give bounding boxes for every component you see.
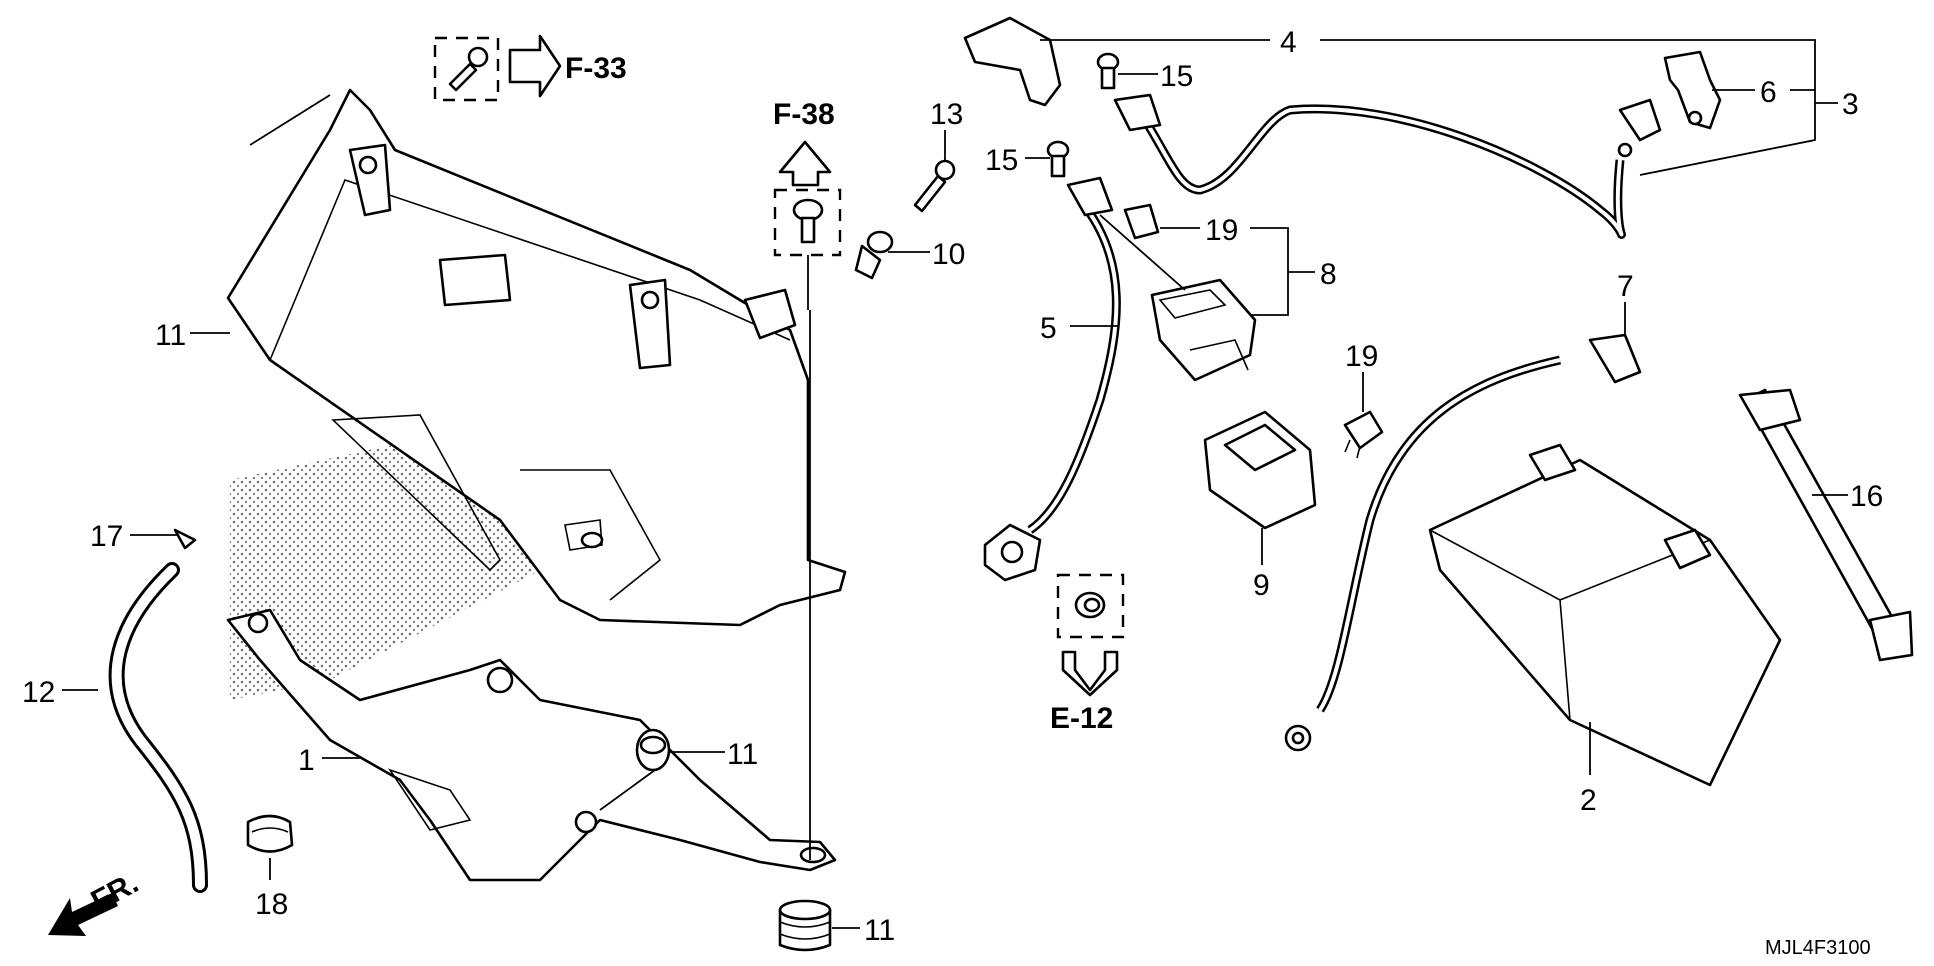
terminal-bolt-lower[interactable]: [1046, 140, 1070, 178]
callout-1: 1: [298, 744, 315, 777]
tube-clip[interactable]: [246, 814, 294, 853]
callout-5: 5: [1040, 312, 1057, 345]
relay-cover[interactable]: [1203, 410, 1317, 530]
ref-label-f38[interactable]: F-38: [773, 98, 835, 131]
rubber-mount[interactable]: [635, 728, 671, 772]
positive-cable-assembly[interactable]: [1113, 93, 1662, 239]
negative-cable[interactable]: [983, 176, 1121, 582]
callout-9: 9: [1253, 569, 1270, 602]
callout-13: 12: [22, 676, 55, 709]
arrow-right-f33: [508, 34, 562, 98]
clamp[interactable]: [173, 528, 197, 550]
bolt[interactable]: [913, 159, 956, 213]
grommet-ref-e12[interactable]: [1056, 573, 1125, 697]
callout-11b: 11: [864, 914, 895, 947]
callout-2: 2: [1580, 784, 1597, 817]
callout-14: 13: [930, 98, 963, 131]
ground-cable-terminal[interactable]: [1284, 333, 1642, 752]
screw-ref-f38[interactable]: [773, 140, 842, 310]
callout-12: 11: [155, 319, 186, 352]
ref-label-e12[interactable]: E-12: [1050, 702, 1113, 735]
callout-3: 3: [1842, 88, 1859, 121]
bolt-ref-f33[interactable]: [433, 36, 500, 102]
terminal-bolt-upper[interactable]: [1096, 52, 1120, 90]
ref-label-f33[interactable]: F-33: [565, 52, 627, 85]
starter-relay-assembly[interactable]: [1150, 278, 1257, 382]
callout-15b: 15: [985, 144, 1018, 177]
callout-16: 18: [255, 888, 288, 921]
callout-4: 4: [1280, 26, 1297, 59]
drawing-code: MJL4F3100: [1765, 937, 1871, 959]
callout-6: 6: [1760, 76, 1777, 109]
battery-band[interactable]: [1738, 388, 1914, 662]
starter-cable[interactable]: [963, 16, 1062, 107]
callout-11a: 11: [727, 738, 758, 771]
callouts: 4 3 6 15 15 13 10 19 8 5 19 7 9: [22, 26, 1883, 947]
fuse-upper[interactable]: [1123, 203, 1160, 240]
callout-19a: 19: [1205, 214, 1238, 247]
battery-box-stay[interactable]: [226, 608, 837, 882]
callout-19b: 19: [1345, 340, 1378, 373]
fuse-lower[interactable]: [1343, 410, 1384, 459]
callout-10: 10: [932, 238, 965, 271]
rubber-mount-lower[interactable]: [778, 899, 832, 952]
collar[interactable]: [854, 230, 894, 280]
battery-box[interactable]: [226, 88, 847, 627]
callout-17: 17: [90, 520, 123, 553]
callout-8: 8: [1320, 258, 1337, 291]
callout-7: 7: [1617, 270, 1634, 303]
front-direction-arrow: FR.: [48, 866, 144, 936]
callout-18: 16: [1850, 480, 1883, 513]
terminal-cover[interactable]: [1663, 50, 1722, 130]
battery[interactable]: [1428, 443, 1782, 787]
breather-tube[interactable]: [108, 562, 208, 893]
callout-15a: 15: [1160, 60, 1193, 93]
